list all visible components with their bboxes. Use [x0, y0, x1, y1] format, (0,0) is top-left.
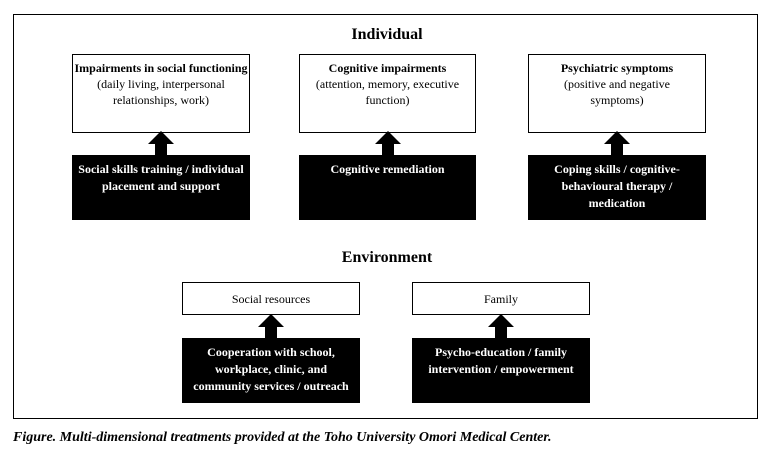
treatment-label: Coping skills / cognitive-behavioural th… [554, 162, 680, 210]
section-title-environment: Environment [341, 249, 433, 266]
treatment-label: Social skills training / individual plac… [78, 162, 244, 193]
problem-box-family: Family [412, 282, 590, 315]
problem-title: Social resources [231, 291, 311, 306]
figure-frame [13, 14, 758, 419]
up-arrow-icon [488, 314, 514, 343]
up-arrow-icon [148, 131, 174, 160]
problem-title: Family [483, 291, 518, 306]
problem-box-cognitive-impairments: Cognitive impairments (attention, memory… [299, 54, 476, 133]
up-arrow-icon [258, 314, 284, 343]
problem-box-social-resources: Social resources [182, 282, 360, 315]
problem-title: Impairments in social functioning [74, 61, 248, 75]
figure-caption: Figure. Multi-dimensional treatments pro… [13, 430, 552, 445]
treatment-box-psycho-education: Psycho-education / family intervention /… [412, 338, 590, 403]
treatment-box-social-skills: Social skills training / individual plac… [72, 155, 250, 220]
section-title-individual: Individual [351, 26, 423, 43]
treatment-label: Cognitive remediation [330, 162, 445, 176]
problem-box-social-functioning: Impairments in social functioning (daily… [72, 54, 250, 133]
up-arrow-icon [375, 131, 401, 160]
problem-title: Cognitive impairments [328, 61, 447, 75]
problem-detail: (positive and negative symptoms) [564, 77, 670, 107]
treatment-box-coping-skills: Coping skills / cognitive-behavioural th… [528, 155, 706, 220]
treatment-label: Psycho-education / family intervention /… [428, 345, 574, 376]
problem-title: Psychiatric symptoms [560, 61, 674, 75]
treatment-label: Cooperation with school, workplace, clin… [193, 345, 349, 393]
problem-detail: (attention, memory, executive function) [315, 77, 460, 107]
treatment-box-cooperation: Cooperation with school, workplace, clin… [182, 338, 360, 403]
treatment-box-cognitive-remediation: Cognitive remediation [299, 155, 476, 220]
problem-box-psychiatric-symptoms: Psychiatric symptoms (positive and negat… [528, 54, 706, 133]
problem-detail: (daily living, interpersonal relationshi… [97, 77, 225, 107]
up-arrow-icon [604, 131, 630, 160]
